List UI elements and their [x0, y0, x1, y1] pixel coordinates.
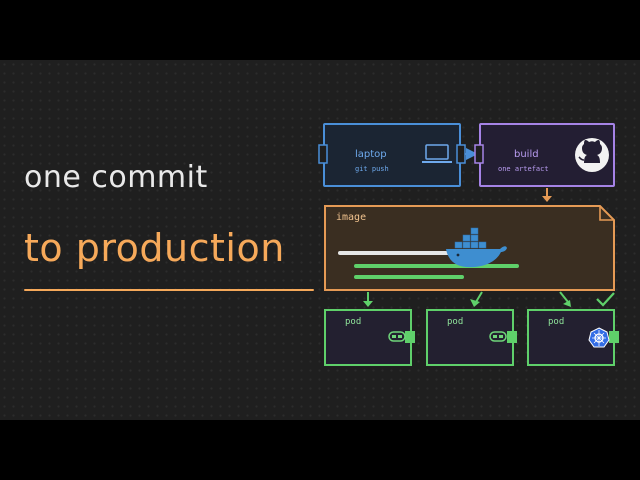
arrows-image-to-pods: [363, 291, 571, 307]
build-node: build one artefact: [474, 123, 615, 187]
pod-3-label: pod: [548, 317, 564, 327]
headline-line-2: to production: [24, 226, 285, 270]
pod-2-label: pod: [447, 317, 463, 327]
pipeline-diagram: laptop git push build one artefact: [318, 123, 619, 366]
laptop-port-right: [456, 144, 466, 164]
laptop-port-left: [318, 144, 328, 164]
github-icon: [575, 138, 609, 172]
laptop-icon: [422, 144, 452, 163]
kubernetes-icon: [588, 327, 610, 348]
image-layer-bar-1: [354, 264, 519, 268]
pod-node-2: pod: [426, 309, 517, 366]
pod-3-port: [609, 331, 619, 343]
laptop-title: laptop: [355, 149, 387, 160]
container-icon: [388, 331, 406, 342]
laptop-subtitle: git push: [355, 165, 389, 173]
pod-node-1: pod: [324, 309, 415, 366]
letterbox-bottom: [0, 420, 640, 480]
docker-whale-icon: [446, 227, 507, 268]
build-port-left: [474, 144, 484, 164]
pod-2-port: [507, 331, 517, 343]
pod-node-3: pod: [527, 309, 619, 366]
image-layer-bar-2: [354, 275, 464, 279]
container-icon: [489, 331, 507, 342]
headline-line-1: one commit: [24, 160, 208, 195]
check-icon: [596, 292, 615, 307]
slide-canvas: one commit to production laptop git push: [0, 60, 640, 420]
laptop-node: laptop git push: [318, 123, 466, 187]
letterbox-top: [0, 0, 640, 60]
pod-1-label: pod: [345, 317, 361, 327]
build-title: build: [514, 149, 539, 160]
pod-1-port: [405, 331, 415, 343]
image-label: image: [336, 212, 366, 223]
image-node: image: [324, 205, 615, 291]
headline-underline: [24, 289, 314, 291]
build-subtitle: one artefact: [498, 165, 549, 173]
